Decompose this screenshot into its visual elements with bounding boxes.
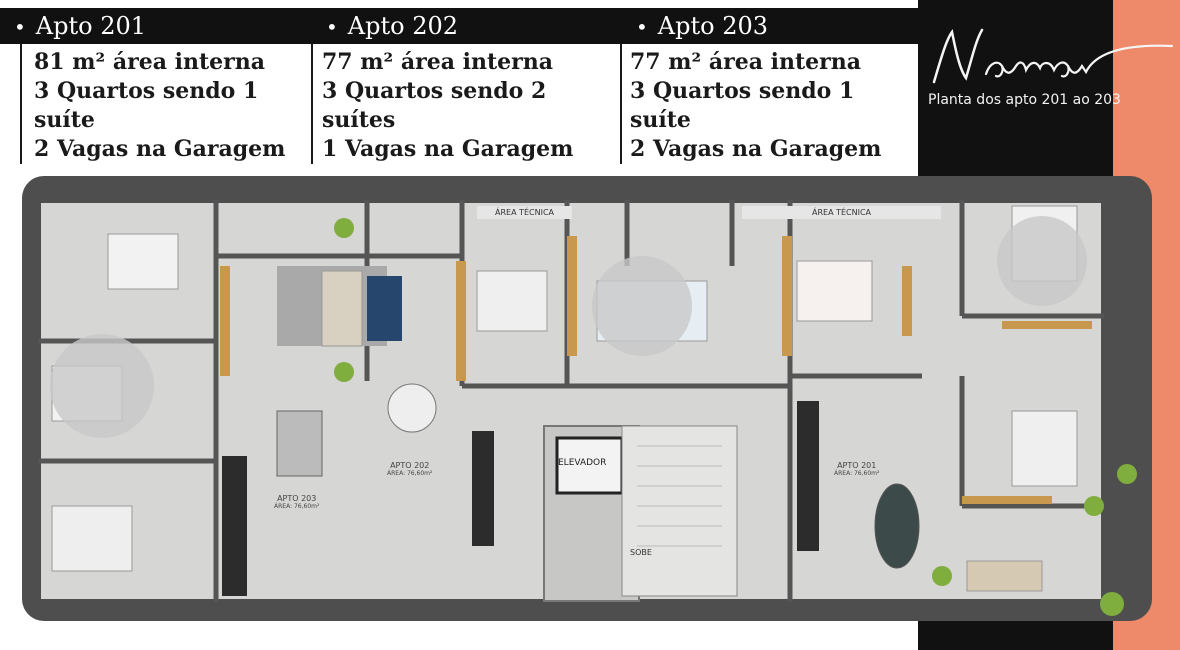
stairs: [621, 425, 738, 597]
apto-201-rooms: 3 Quartos sendo 1 suíte: [34, 78, 259, 133]
sofa: [367, 276, 402, 341]
apto-203-plan-name: APTO 203: [277, 494, 317, 503]
area-tecnica-right-label: ÁREA TÉCNICA: [742, 206, 942, 219]
apto-203-info: • Apto 203 77 m² área interna 3 Quartos s…: [622, 0, 918, 165]
apto-202-title: Apto 202: [347, 12, 459, 40]
apto-201-plan-label: APTO 201 ÁREA: 76,60m²: [834, 461, 879, 477]
plants: [334, 218, 1137, 616]
kitchen-counters: [222, 401, 819, 596]
apto-201-title: Apto 201: [35, 12, 147, 40]
divider: [20, 44, 22, 164]
apto-203-parking: 2 Vagas na Garagem: [630, 136, 882, 162]
floor-plan: ÁREA TÉCNICA ÁREA TÉCNICA ELEVADOR SOBE …: [22, 176, 1152, 621]
rugs: [50, 216, 1087, 438]
wood-panels: [220, 236, 1092, 504]
apto-201-details: 81 m² área interna 3 Quartos sendo 1 suí…: [34, 48, 312, 164]
elevator-label: ELEVADOR: [558, 458, 607, 468]
apto-202-plan-label: APTO 202 ÁREA: 76,60m²: [387, 461, 432, 477]
apto-201-plan-area: ÁREA: 76,60m²: [834, 470, 880, 477]
stairs-label: SOBE: [630, 548, 652, 557]
apto-202-area: 77 m² área interna: [322, 49, 553, 75]
apto-203-plan-area: ÁREA: 76,60m²: [274, 503, 320, 510]
apto-202-rooms: 3 Quartos sendo 2 suítes: [322, 78, 547, 133]
apto-203-title: Apto 203: [657, 12, 769, 40]
apto-201-parking: 2 Vagas na Garagem: [34, 136, 286, 162]
area-tecnica-left-label: ÁREA TÉCNICA: [477, 206, 573, 219]
stair-steps: [637, 445, 722, 547]
elevator-cab: [555, 436, 624, 495]
bullet-icon: •: [636, 15, 648, 39]
divider: [311, 44, 313, 164]
apto-202-details: 77 m² área interna 3 Quartos sendo 2 suí…: [322, 48, 622, 164]
dining-sets: [276, 383, 920, 569]
apto-202-plan-name: APTO 202: [390, 461, 430, 470]
apto-202-plan-area: ÁREA: 76,60m²: [387, 470, 433, 477]
floor-plan-drawing: [35, 197, 1137, 616]
apto-203-header: • Apto 203: [622, 8, 918, 44]
apto-202-header: • Apto 202: [312, 8, 622, 44]
apto-202-info: • Apto 202 77 m² área interna 3 Quartos s…: [312, 0, 622, 165]
apto-201-plan-name: APTO 201: [837, 461, 877, 470]
bullet-icon: •: [14, 15, 26, 39]
divider: [620, 44, 622, 164]
brand-subtitle: Planta dos apto 201 ao 203: [928, 92, 1121, 108]
namai-logo: [932, 28, 1174, 84]
apto-203-area: 77 m² área interna: [630, 49, 861, 75]
apto-202-parking: 1 Vagas na Garagem: [322, 136, 574, 162]
bullet-icon: •: [326, 15, 338, 39]
apto-201-header: • Apto 201: [0, 8, 312, 44]
lounge-sofa: [966, 560, 1043, 592]
apto-201-area: 81 m² área interna: [34, 49, 265, 75]
apto-203-details: 77 m² área interna 3 Quartos sendo 1 suí…: [630, 48, 918, 164]
apto-201-info: • Apto 201 81 m² área interna 3 Quartos s…: [0, 0, 312, 165]
armchair: [321, 270, 363, 347]
apto-203-rooms: 3 Quartos sendo 1 suíte: [630, 78, 855, 133]
apto-203-plan-label: APTO 203 ÁREA: 76,60m²: [274, 494, 319, 510]
